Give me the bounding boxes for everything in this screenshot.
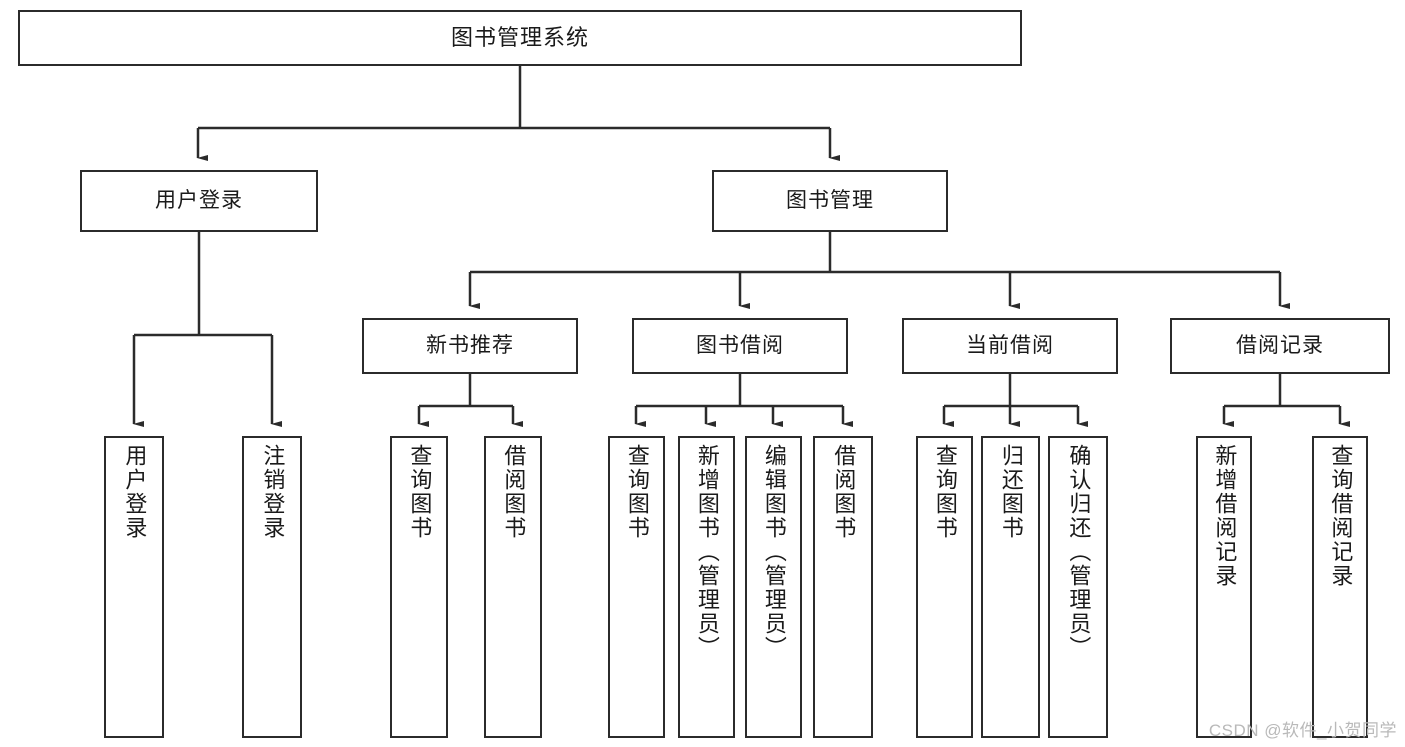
node-book-borrow[interactable]: 图书借阅 bbox=[632, 318, 848, 374]
leaf-borrow-book-1[interactable]: 借阅图书 bbox=[484, 436, 542, 738]
leaf-borrow-book-2-label: 借阅图书 bbox=[831, 444, 857, 540]
node-borrow-record-label: 借阅记录 bbox=[1236, 334, 1324, 358]
leaf-add-book[interactable]: 新增图书（管理员） bbox=[678, 436, 735, 738]
leaf-user-login-label: 用户登录 bbox=[122, 444, 148, 540]
node-current-borrow-label: 当前借阅 bbox=[966, 334, 1054, 358]
leaf-edit-book[interactable]: 编辑图书（管理员） bbox=[745, 436, 802, 738]
leaf-query-book-3[interactable]: 查询图书 bbox=[916, 436, 973, 738]
leaf-query-book-1-label: 查询图书 bbox=[407, 444, 433, 540]
node-book-manage-label: 图书管理 bbox=[786, 189, 874, 213]
node-user-login-label: 用户登录 bbox=[155, 189, 243, 213]
leaf-query-book-3-label: 查询图书 bbox=[932, 444, 958, 540]
node-root[interactable]: 图书管理系统 bbox=[18, 10, 1022, 66]
node-user-login[interactable]: 用户登录 bbox=[80, 170, 318, 232]
leaf-add-record[interactable]: 新增借阅记录 bbox=[1196, 436, 1252, 738]
leaf-query-book-1[interactable]: 查询图书 bbox=[390, 436, 448, 738]
leaf-borrow-book-2[interactable]: 借阅图书 bbox=[813, 436, 873, 738]
leaf-query-record-label: 查询借阅记录 bbox=[1328, 444, 1354, 588]
leaf-add-record-label: 新增借阅记录 bbox=[1212, 444, 1238, 588]
watermark-text: CSDN @软件_小贺同学 bbox=[1208, 721, 1397, 740]
leaf-logout[interactable]: 注销登录 bbox=[242, 436, 302, 738]
leaf-logout-label: 注销登录 bbox=[260, 444, 286, 540]
leaf-query-book-2[interactable]: 查询图书 bbox=[608, 436, 665, 738]
node-current-borrow[interactable]: 当前借阅 bbox=[902, 318, 1118, 374]
leaf-confirm-return-label: 确认归还（管理员） bbox=[1066, 444, 1092, 660]
leaf-add-book-label: 新增图书（管理员） bbox=[694, 444, 720, 660]
node-root-label: 图书管理系统 bbox=[450, 24, 589, 50]
leaf-confirm-return[interactable]: 确认归还（管理员） bbox=[1048, 436, 1108, 738]
leaf-return-book[interactable]: 归还图书 bbox=[981, 436, 1040, 738]
node-new-book-recommend[interactable]: 新书推荐 bbox=[362, 318, 578, 374]
leaf-return-book-label: 归还图书 bbox=[998, 444, 1024, 540]
node-new-book-recommend-label: 新书推荐 bbox=[426, 334, 514, 358]
node-book-borrow-label: 图书借阅 bbox=[696, 334, 784, 358]
leaf-borrow-book-1-label: 借阅图书 bbox=[501, 444, 527, 540]
node-borrow-record[interactable]: 借阅记录 bbox=[1170, 318, 1390, 374]
leaf-query-record[interactable]: 查询借阅记录 bbox=[1312, 436, 1368, 738]
leaf-edit-book-label: 编辑图书（管理员） bbox=[761, 444, 787, 660]
leaf-query-book-2-label: 查询图书 bbox=[624, 444, 650, 540]
node-book-manage[interactable]: 图书管理 bbox=[712, 170, 948, 232]
leaf-user-login[interactable]: 用户登录 bbox=[104, 436, 164, 738]
